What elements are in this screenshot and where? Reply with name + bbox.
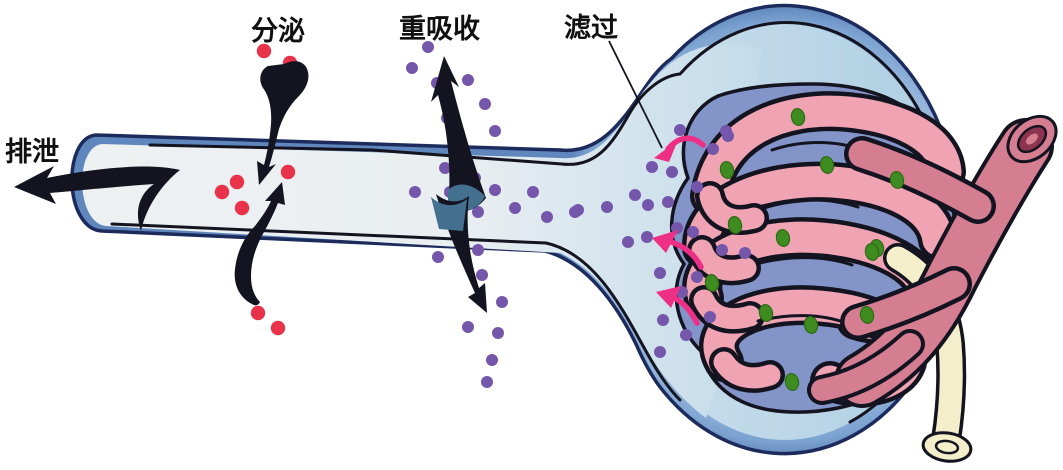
purple-filtrate-dots	[406, 41, 751, 388]
filtration-pointer-line	[608, 40, 663, 149]
pale-vessel-cut-end	[921, 431, 973, 463]
arteriole-lower-arm	[811, 333, 921, 401]
red-molecule-dot	[234, 200, 250, 216]
filtration-arrow-head	[654, 140, 678, 162]
purple-molecule-dot	[489, 125, 501, 137]
reabsorption-arrow-down-tail	[431, 197, 467, 231]
filtration-label: 滤过	[564, 13, 618, 44]
purple-molecule-dot	[716, 244, 728, 256]
purple-molecule-dot	[622, 236, 634, 248]
purple-molecule-dot	[720, 125, 732, 137]
purple-molecule-dot	[489, 184, 501, 196]
excretion-arrow	[14, 166, 180, 231]
purple-molecule-dot	[481, 376, 493, 388]
red-molecule-dot	[229, 174, 245, 190]
filtration-arrow-head	[652, 230, 678, 253]
secretion-arrow-up	[234, 182, 285, 306]
capillary-loop	[694, 95, 962, 212]
green-large-molecule-dots	[704, 107, 905, 392]
capillary-hook	[699, 185, 765, 231]
purple-molecule-dot	[642, 199, 654, 211]
green-molecule-dot	[859, 305, 875, 325]
capillary-hook	[693, 289, 761, 330]
purple-molecule-dot	[654, 267, 666, 279]
reabsorption-arrow-up	[431, 56, 486, 212]
purple-molecule-dot	[601, 201, 613, 213]
capillary-hook	[713, 351, 781, 389]
filtration-arrow-head	[656, 286, 681, 308]
arteriole-vessel	[807, 114, 1058, 408]
purple-molecule-dot	[462, 74, 474, 86]
capillary-hook	[691, 239, 757, 281]
green-molecule-dot	[864, 242, 880, 262]
purple-molecule-dot	[707, 143, 719, 155]
green-molecule-dot	[758, 303, 774, 323]
red-molecule-dot	[280, 164, 296, 180]
red-molecule-dot	[214, 184, 230, 200]
tubule-interior	[82, 43, 763, 418]
red-molecule-dot	[256, 43, 272, 59]
arteriole-cut-end	[1006, 114, 1058, 164]
green-molecule-dot	[803, 315, 819, 335]
red-molecule-dot	[250, 305, 266, 321]
green-molecule-dot	[790, 107, 806, 127]
purple-molecule-dot	[680, 329, 692, 341]
purple-molecule-dot	[687, 226, 699, 238]
purple-molecule-dot	[641, 231, 653, 243]
purple-molecule-dot	[666, 166, 678, 178]
green-molecule-dot	[775, 228, 791, 248]
capillary-fold-line	[760, 198, 860, 209]
purple-molecule-dot	[406, 62, 418, 74]
purple-molecule-dot	[657, 314, 669, 326]
purple-molecule-dot	[739, 247, 751, 259]
purple-molecule-dot	[439, 162, 451, 174]
purple-molecule-dot	[496, 296, 508, 308]
purple-molecule-dot	[629, 189, 641, 201]
red-molecule-dot	[270, 320, 286, 336]
pale-vessel-lumen	[934, 439, 960, 455]
filtration-arrows	[652, 135, 706, 326]
tubule-bottom-wall-line	[110, 222, 682, 402]
purple-molecule-dot	[671, 222, 683, 234]
purple-molecule-dot	[422, 41, 434, 53]
purple-molecule-dot	[646, 161, 658, 173]
excretion-label: 排泄	[5, 137, 59, 168]
purple-molecule-dot	[691, 271, 703, 283]
purple-molecule-dot	[569, 206, 581, 218]
purple-molecule-dot	[472, 244, 484, 256]
purple-molecule-dot	[654, 346, 666, 358]
purple-molecule-dot	[704, 311, 716, 323]
purple-molecule-dot	[691, 181, 703, 193]
green-molecule-dot	[889, 170, 905, 190]
purple-molecule-dot	[432, 251, 444, 263]
red-secreted-dots	[214, 43, 298, 336]
purple-molecule-dot	[486, 354, 498, 366]
arteriole-branch	[848, 140, 992, 220]
green-molecule-dot	[784, 372, 800, 392]
purple-molecule-dot	[509, 202, 521, 214]
purple-molecule-dot	[479, 98, 491, 110]
capillary-fold-line	[758, 256, 854, 267]
purple-molecule-dot	[472, 206, 484, 218]
purple-molecule-dot	[541, 211, 553, 223]
green-molecule-dot	[819, 155, 835, 175]
purple-molecule-dot	[492, 327, 504, 339]
purple-molecule-dot	[476, 269, 488, 281]
purple-molecule-dot	[409, 186, 421, 198]
green-molecule-dot	[704, 273, 720, 293]
purple-molecule-dot	[662, 196, 674, 208]
secretion-arrow-down	[257, 61, 309, 185]
purple-molecule-dot	[674, 124, 686, 136]
green-molecule-dot	[719, 160, 735, 180]
purple-molecule-dot	[462, 321, 474, 333]
green-molecule-dot	[727, 215, 743, 235]
reabsorption-label: 重吸收	[399, 14, 480, 45]
purple-molecule-dot	[527, 186, 539, 198]
secretion-label: 分泌	[251, 16, 305, 47]
arteriole-lumen-highlight	[1026, 133, 1038, 145]
